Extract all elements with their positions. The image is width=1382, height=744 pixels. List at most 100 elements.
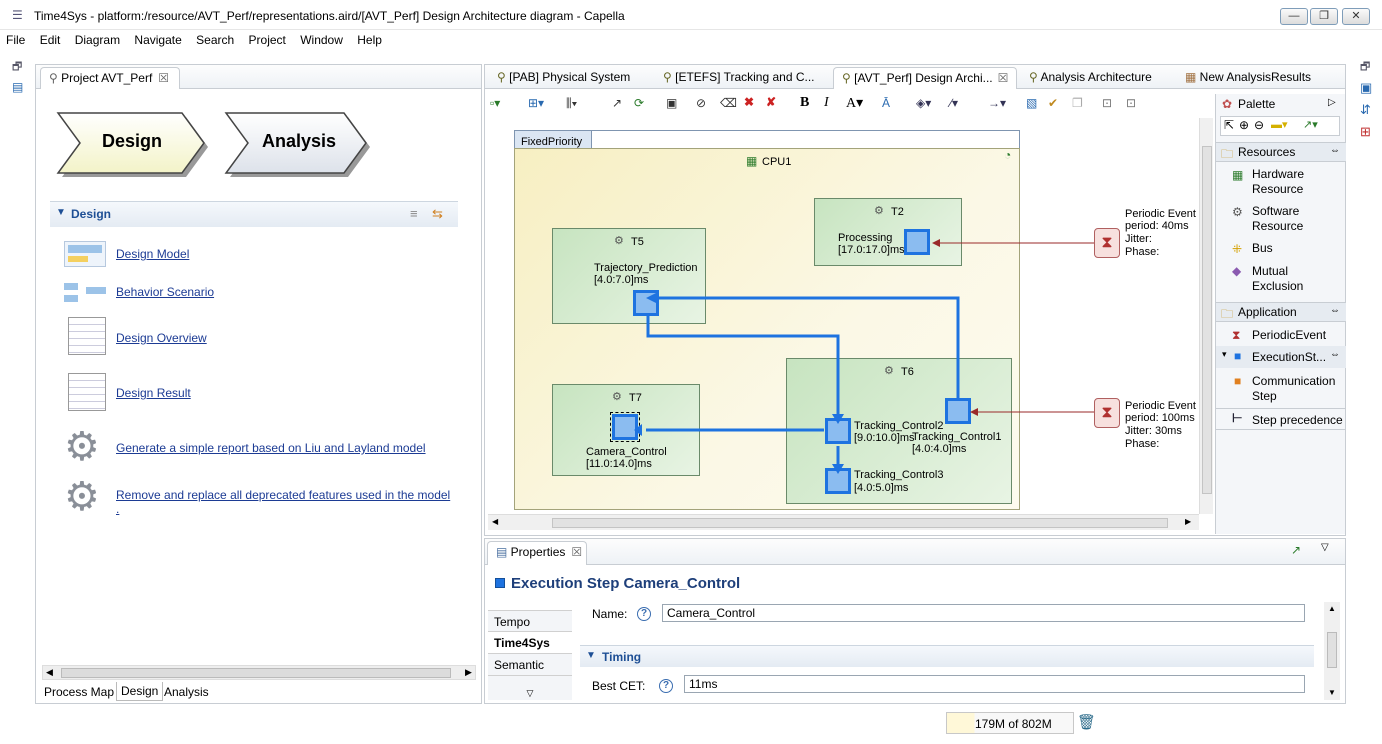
palette-hardware[interactable]: Hardware Resource — [1252, 167, 1305, 196]
hide-icon[interactable]: ⊘ — [696, 96, 707, 110]
italic-icon[interactable]: I — [824, 95, 829, 110]
hierarchy-icon[interactable]: ⇵ — [1360, 102, 1371, 117]
font-color-icon[interactable]: A▾ — [846, 96, 864, 111]
palette-periodic-event[interactable]: PeriodicEvent — [1252, 328, 1327, 342]
zoom-in-icon[interactable]: ⊕ — [1239, 118, 1250, 132]
heap-status[interactable]: 179M of 802M — [946, 712, 1074, 734]
tab-tempo[interactable]: Tempo — [488, 610, 572, 632]
task-t5[interactable] — [552, 228, 706, 324]
chevron-design[interactable]: Design — [102, 131, 163, 151]
best-cet-field[interactable]: 11ms — [684, 675, 1305, 693]
tab-analysis-results[interactable]: ▦ New AnalysisResults — [1177, 67, 1327, 89]
help-icon[interactable]: ? — [659, 679, 673, 693]
tab-tracking[interactable]: ⚲ [ETEFS] Tracking and C... — [655, 67, 830, 89]
tab-design[interactable]: Design — [116, 682, 164, 701]
menu-help[interactable]: Help — [357, 33, 382, 47]
timing-section-header[interactable]: ▼ Timing — [580, 645, 1314, 667]
periodic-event-icon[interactable]: ⧗ — [1094, 228, 1120, 258]
periodic-event-icon[interactable]: ⧗ — [1094, 398, 1120, 428]
design-model-link[interactable]: Design Model — [116, 247, 190, 261]
close-icon[interactable]: ☒ — [997, 71, 1009, 85]
zoom-out-icon[interactable]: ⊖ — [1254, 118, 1265, 132]
palette-group-resources[interactable]: 🗀 Resources ⇔ — [1216, 142, 1346, 162]
palette-execution-step[interactable]: ExecutionSt... — [1252, 350, 1327, 364]
align-icon[interactable]: ⫼▾ — [566, 96, 578, 110]
palette-step-precedence-row[interactable]: ⊢ Step precedence — [1216, 408, 1346, 430]
outline-icon[interactable]: ▤ — [12, 80, 24, 94]
view-menu-icon[interactable]: ▽ — [1321, 542, 1329, 553]
menu-search[interactable]: Search — [196, 33, 235, 47]
palette-communication-step[interactable]: Communication Step — [1252, 374, 1336, 403]
execution-step-port[interactable] — [945, 398, 971, 424]
scroll-thumb[interactable] — [1202, 146, 1212, 494]
menu-window[interactable]: Window — [300, 33, 343, 47]
snap-icon[interactable]: ⊡ — [1126, 96, 1137, 110]
collapse-icon[interactable]: ⇔ — [1330, 145, 1340, 156]
line-color-icon[interactable]: ∕▾ — [950, 96, 959, 110]
design-section-header[interactable]: ▼ Design ≡ ⇆ — [50, 201, 458, 227]
collapse-icon[interactable]: ⇔ — [1330, 349, 1340, 360]
chevron-analysis[interactable]: Analysis — [262, 131, 337, 151]
scroll-thumb[interactable] — [61, 668, 451, 678]
tabs-scroll-down-icon[interactable]: ▽ — [488, 676, 572, 700]
tab-physical-system[interactable]: ⚲ [PAB] Physical System — [489, 67, 654, 89]
dropdown-icon[interactable]: ▾ — [1222, 349, 1227, 359]
tab-properties[interactable]: ▤ Properties☒ — [487, 541, 587, 565]
tab-analysis[interactable]: Analysis — [164, 685, 209, 699]
tab-process-map[interactable]: Process Map — [44, 685, 115, 699]
diagram-canvas[interactable]: FixedPriority ▦ CPU1 ◔ ⚙ T2 Processing [… — [488, 118, 1200, 514]
behavior-scenario-link[interactable]: Behavior Scenario — [116, 285, 215, 299]
tab-semantic[interactable]: Semantic — [488, 654, 572, 676]
generate-report-link[interactable]: Generate a simple report based on Liu an… — [116, 441, 426, 455]
line-style-icon[interactable]: →▾ — [988, 96, 1007, 110]
console-icon[interactable]: ▣ — [1360, 80, 1373, 95]
sync-icon[interactable]: ⇆ — [432, 206, 443, 221]
pin-icon[interactable]: ✔ — [1048, 96, 1059, 110]
remove-deprecated-link[interactable]: Remove and replace all deprecated featur… — [116, 488, 451, 502]
scroll-thumb[interactable] — [552, 518, 1168, 528]
menu-project[interactable]: Project — [248, 33, 286, 47]
export-icon[interactable]: ↗ — [612, 96, 623, 110]
bold-icon[interactable]: B — [800, 95, 810, 110]
close-button[interactable]: ✕ — [1342, 8, 1370, 25]
design-overview-link[interactable]: Design Overview — [116, 331, 207, 345]
close-icon[interactable]: ☒ — [158, 71, 170, 85]
palette-step-precedence[interactable]: Step precedence — [1252, 413, 1343, 427]
text-style-icon[interactable]: Ā — [882, 96, 891, 110]
task-t2[interactable] — [814, 198, 962, 266]
collapse-icon[interactable]: ⇔ — [1330, 305, 1340, 316]
menu-diagram[interactable]: Diagram — [74, 33, 121, 47]
tab-analysis-architecture[interactable]: ⚲ Analysis Architecture — [1021, 67, 1171, 89]
scroll-right-icon[interactable]: ▶ — [465, 667, 472, 677]
pin-icon[interactable]: ↗ — [1291, 543, 1302, 557]
grid-icon[interactable]: ⊡ — [1102, 96, 1113, 110]
paste-icon[interactable]: ❐ — [1072, 96, 1083, 110]
execution-step-port[interactable] — [904, 229, 930, 255]
menu-edit[interactable]: Edit — [39, 33, 61, 47]
garbage-collect-icon[interactable]: 🗑 — [1077, 714, 1097, 731]
selected-execution-step-port[interactable] — [610, 412, 640, 442]
horizontal-scrollbar[interactable]: ◀ ▶ — [488, 514, 1199, 530]
minimize-button[interactable]: — — [1280, 8, 1308, 25]
fill-color-icon[interactable]: ◈▾ — [916, 96, 932, 110]
menu-navigate[interactable]: Navigate — [134, 33, 182, 47]
tab-project[interactable]: ⚲ Project AVT_Perf☒ — [40, 67, 180, 89]
delete-model-icon[interactable]: ✘ — [766, 95, 777, 109]
horizontal-scrollbar[interactable]: ◀ ▶ — [42, 665, 476, 680]
label-icon[interactable]: ⌫ — [720, 96, 737, 110]
image-icon[interactable]: ▧ — [1026, 96, 1038, 110]
design-result-link[interactable]: Design Result — [116, 386, 191, 400]
collapse-icon[interactable]: ▼ — [56, 207, 66, 218]
scroll-left-icon[interactable]: ◀ — [46, 667, 53, 677]
vertical-scrollbar[interactable] — [1199, 118, 1213, 514]
tree-icon[interactable]: ⊞ — [1360, 124, 1371, 139]
copy-format-icon[interactable]: ▣ — [666, 96, 678, 110]
tab-design-architecture[interactable]: ⚲ [AVT_Perf] Design Archi...☒ — [833, 67, 1017, 89]
link-icon[interactable]: ↗▾ — [1303, 119, 1318, 131]
menu-file[interactable]: File — [6, 33, 26, 47]
scroll-down-icon[interactable]: ▼ — [1328, 688, 1336, 697]
arrange-icon[interactable]: ⊞▾ — [528, 96, 545, 110]
scroll-right-icon[interactable]: ▶ — [1185, 517, 1192, 526]
remove-deprecated-link-dot[interactable]: . — [116, 502, 120, 516]
refresh-icon[interactable]: ⟳ — [634, 96, 645, 110]
